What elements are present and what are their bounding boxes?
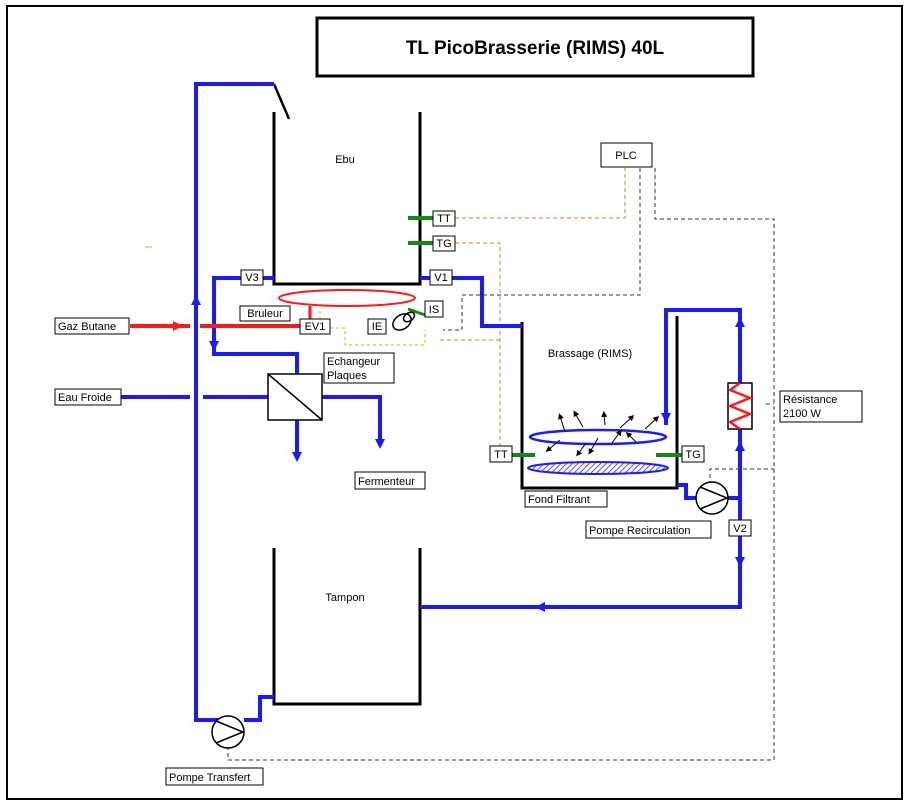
tank-ebu-label: Ebu: [335, 154, 355, 166]
tank-ebu: Ebu: [272, 83, 422, 286]
svg-text:TT: TT: [437, 213, 451, 225]
title-box: TL PicoBrasserie (RIMS) 40L: [315, 16, 755, 78]
label-fermenteur: Fermenteur: [354, 471, 426, 490]
label-bruleur: Bruleur: [239, 305, 291, 322]
svg-text:Fermenteur: Fermenteur: [358, 476, 415, 488]
svg-text:Eau Froide: Eau Froide: [58, 392, 112, 404]
tank-rims: Brassage (RIMS): [520, 316, 679, 490]
pump-recirculation-icon: [695, 481, 729, 515]
label-v2: V2: [728, 519, 752, 537]
burner-ring: [278, 289, 416, 307]
svg-text:Résistance: Résistance: [783, 394, 837, 406]
label-eau-froide: Eau Froide: [54, 388, 122, 406]
page-title: TL PicoBrasserie (RIMS) 40L: [406, 38, 665, 59]
svg-text:Pompe Recirculation: Pompe Recirculation: [589, 525, 691, 537]
svg-text:PLC: PLC: [615, 150, 636, 162]
label-gaz-butane: Gaz Butane: [54, 317, 130, 335]
svg-text:Fond Filtrant: Fond Filtrant: [528, 494, 590, 506]
label-tg-top: TG: [432, 235, 456, 252]
pump-transfert-icon: [211, 715, 245, 749]
heater-resistance: [726, 381, 754, 431]
svg-text:EV1: EV1: [305, 321, 326, 333]
fond-filtrant-plate: [527, 461, 669, 475]
label-tt-top: TT: [432, 210, 456, 227]
sensors: [407, 216, 682, 457]
svg-text:IE: IE: [372, 321, 382, 333]
svg-text:TG: TG: [436, 238, 451, 250]
svg-text:IS: IS: [429, 304, 439, 316]
svg-text:TT: TT: [494, 449, 508, 461]
label-plc: PLC: [600, 142, 653, 168]
igniter-icon: [392, 311, 416, 331]
svg-text:Gaz Butane: Gaz Butane: [58, 321, 116, 333]
svg-text:Echangeur: Echangeur: [327, 356, 381, 368]
label-v1: V1: [429, 269, 453, 286]
label-echangeur: Echangeur Plaques: [323, 352, 395, 384]
label-ev1: EV1: [299, 318, 331, 335]
water-pipes: [120, 82, 745, 722]
label-resistance: Résistance 2100 W: [779, 390, 863, 423]
svg-text:V3: V3: [245, 272, 258, 284]
svg-text:V1: V1: [434, 272, 447, 284]
label-v3: V3: [240, 269, 264, 286]
label-tt-rims: TT: [489, 445, 513, 463]
label-tg-rims: TG: [681, 445, 705, 463]
svg-text:TG: TG: [685, 449, 700, 461]
outer-frame: [6, 5, 903, 800]
label-fond-filtrant: Fond Filtrant: [524, 490, 608, 508]
svg-text:Plaques: Plaques: [327, 370, 367, 382]
label-is: IS: [424, 300, 444, 318]
svg-text:2100 W: 2100 W: [783, 408, 822, 420]
label-pompe-recirculation: Pompe Recirculation: [585, 520, 712, 539]
tank-tampon-label: Tampon: [325, 592, 364, 604]
label-pompe-transfert: Pompe Transfert: [165, 767, 264, 786]
gas-line: [130, 289, 416, 331]
svg-text:V2: V2: [733, 523, 746, 535]
label-ie: IE: [367, 318, 387, 335]
svg-text:Bruleur: Bruleur: [247, 308, 283, 320]
tank-tampon: Tampon: [272, 548, 422, 706]
signal-lines: [145, 168, 775, 761]
tank-rims-label: Brassage (RIMS): [548, 348, 632, 360]
svg-text:Pompe Transfert: Pompe Transfert: [169, 772, 250, 784]
plate-heat-exchanger: [267, 373, 323, 421]
rims-diffuser: [527, 410, 669, 475]
